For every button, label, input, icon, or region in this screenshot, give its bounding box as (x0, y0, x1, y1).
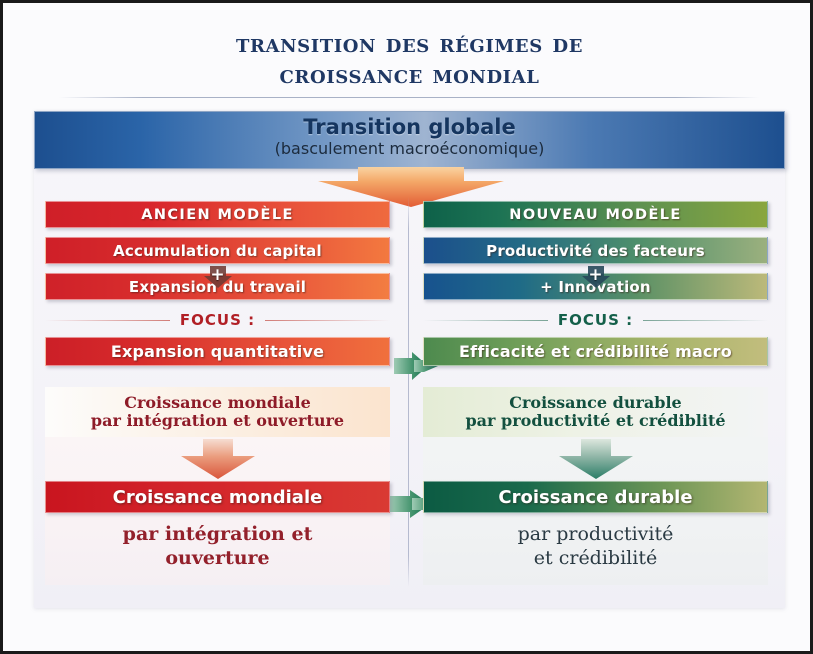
old-model-header: ANCIEN MODÈLE (45, 201, 390, 228)
new-model-arrow-wrap (423, 437, 768, 481)
old-model-column: ANCIEN MODÈLE Accumulation du capital + … (45, 201, 390, 585)
plus-symbol: + (588, 265, 603, 285)
new-model-summary-line-2: par productivité et crédiblité (465, 411, 726, 430)
old-model-focus-row: FOCUS : (45, 309, 390, 331)
old-model-item-1: Accumulation du capital (45, 237, 390, 264)
focus-rule-left (423, 319, 548, 321)
old-model-focus-value: Expansion quantitative (45, 337, 390, 366)
old-model-focus-value-label: Expansion quantitative (110, 342, 325, 361)
new-model-item-1: Productivité des facteurs (423, 237, 768, 264)
focus-rule-right (265, 319, 390, 321)
new-model-focus-row: FOCUS : (423, 309, 768, 331)
plus-symbol: + (210, 265, 225, 285)
old-model-arrow-wrap (45, 437, 390, 481)
new-model-item-1-wrap: Productivité des facteurs (423, 237, 768, 264)
new-model-summary-line-1: Croissance durable (509, 392, 682, 412)
new-model-result-header-label: Croissance durable (498, 486, 693, 508)
banner-title: Transition globale (303, 115, 516, 139)
old-model-summary-line-2: par intégration et ouverture (90, 411, 345, 430)
focus-rule-right (643, 319, 768, 321)
focus-rule-left (45, 319, 170, 321)
column-divider (408, 197, 409, 587)
new-model-summary: Croissance durable par productivité et c… (423, 387, 768, 437)
old-model-item-1-wrap: Accumulation du capital (45, 237, 390, 264)
page-title: Transition des Régimes de Croissance Mon… (3, 29, 810, 90)
new-model-item-2-wrap: + + Innovation (423, 266, 768, 300)
new-model-column: NOUVEAU MODÈLE Productivité des facteurs… (423, 201, 768, 585)
new-model-item-1-label: Productivité des facteurs (486, 241, 705, 260)
old-model-result-line-1: par intégration et (122, 523, 313, 545)
old-model-result-line-2: ouverture (165, 546, 270, 569)
new-model-result-line-2: et crédibilité (533, 546, 658, 569)
arrow-down-icon (180, 439, 255, 479)
old-model-result-panel: Croissance mondiale par intégration et o… (45, 437, 390, 585)
old-model-summary: Croissance mondiale par intégration et o… (45, 387, 390, 437)
plus-connector-icon: + (581, 265, 610, 288)
plus-connector-icon: + (203, 265, 232, 288)
new-model-result-panel: Croissance durable par productivité et c… (423, 437, 768, 585)
old-model-summary-line-1: Croissance mondiale (124, 392, 311, 412)
old-model-header-label: ANCIEN MODÈLE (141, 206, 294, 223)
banner-subtitle: (basculement macroéconomique) (274, 139, 545, 159)
new-model-result-line-1: par productivité (517, 523, 674, 545)
page-title-line-1: Transition des Régimes de (235, 29, 584, 59)
arrow-right-icon (394, 352, 438, 380)
new-model-header: NOUVEAU MODÈLE (423, 201, 768, 228)
new-model-header-label: NOUVEAU MODÈLE (509, 206, 682, 223)
title-divider (59, 97, 759, 98)
new-model-result-header: Croissance durable (423, 481, 768, 513)
new-model-focus-label: FOCUS : (557, 311, 634, 329)
page-title-line-2: Croissance Mondial (279, 59, 540, 90)
old-model-result-text: par intégration et ouverture (45, 513, 390, 571)
old-model-result-header: Croissance mondiale (45, 481, 390, 513)
old-model-result-header-label: Croissance mondiale (112, 486, 323, 508)
transition-banner: Transition globale (basculement macroéco… (34, 111, 785, 169)
diagram-card: Transition globale (basculement macroéco… (34, 111, 785, 608)
new-model-focus-value: Efficacité et crédibilité macro (423, 337, 768, 366)
new-model-result-text: par productivité et crédibilité (423, 513, 768, 571)
arrow-down-icon (558, 439, 633, 479)
arrow-down-icon (318, 167, 504, 207)
old-model-focus-label: FOCUS : (179, 311, 256, 329)
old-model-item-2-wrap: + Expansion du travail (45, 266, 390, 300)
old-model-item-1-label: Accumulation du capital (113, 241, 322, 260)
new-model-focus-value-label: Efficacité et crédibilité macro (459, 342, 732, 361)
